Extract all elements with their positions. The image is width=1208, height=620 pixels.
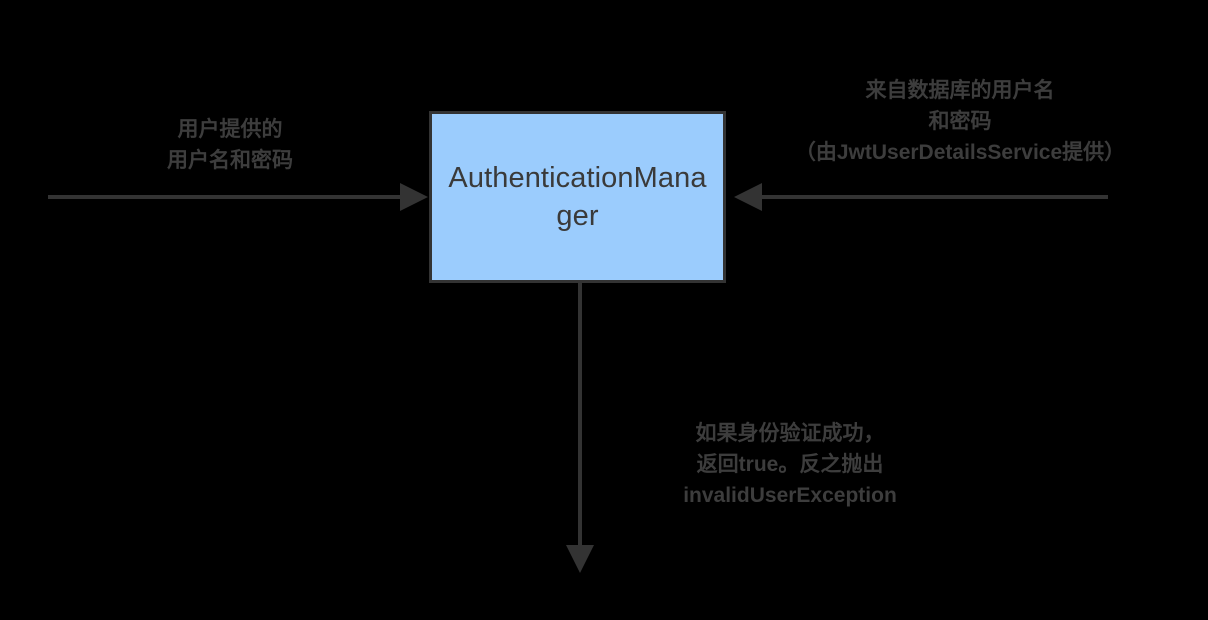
authentication-manager-node-label: AuthenticationManager [448,161,707,232]
arrow-right-to-node [734,183,1108,211]
edge-label-database-credentials: 来自数据库的用户名 和密码 （由JwtUserDetailsService提供） [794,79,1126,165]
edge-label-user-credentials: 用户提供的 用户名和密码 [167,118,293,173]
arrow-node-to-bottom [566,283,594,573]
edge-label-auth-result: 如果身份验证成功， 返回true。反之抛出 invalidUserExcepti… [683,422,897,508]
authentication-manager-node[interactable]: AuthenticationManager [429,111,726,283]
arrow-left-to-node [48,183,428,211]
